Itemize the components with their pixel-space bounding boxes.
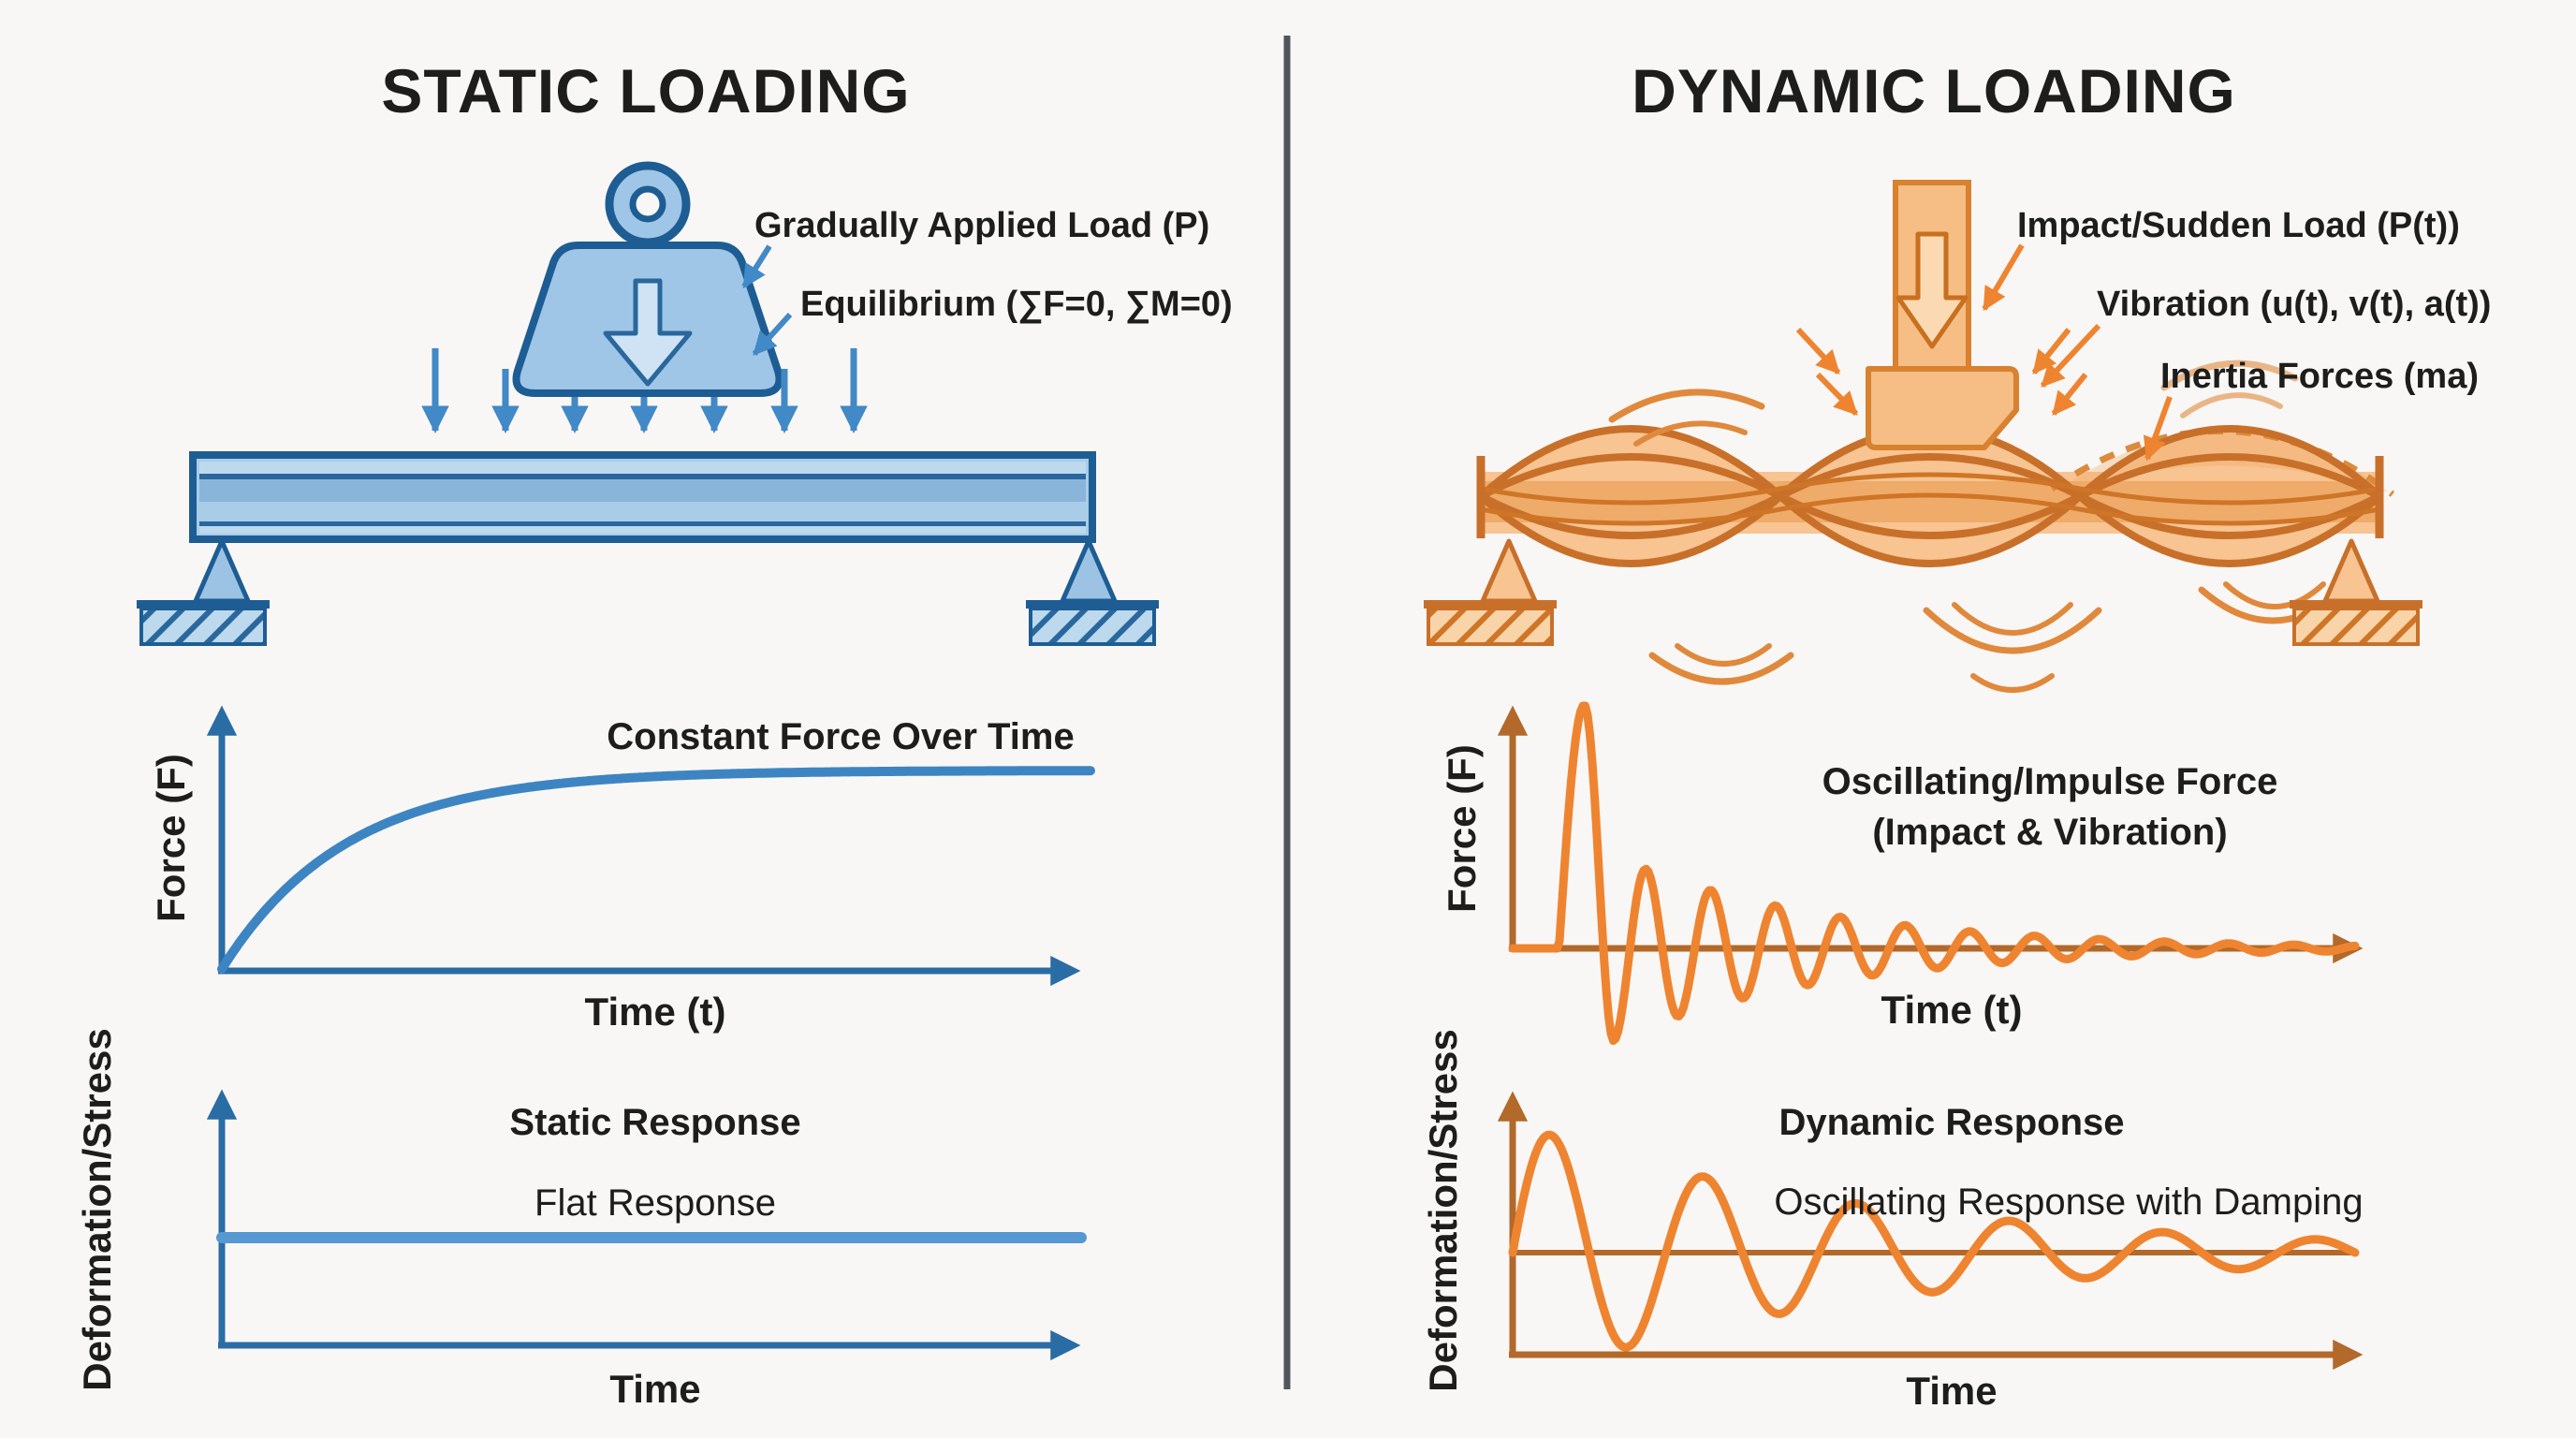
y-axis-label: Force (F): [1440, 744, 1484, 913]
impactor-head: [1866, 366, 2019, 450]
impactor-down-arrow-icon: [1895, 231, 1969, 349]
static-panel: STATIC LOADING Gradually Applied Load (P…: [75, 56, 1233, 1411]
strand: [1480, 472, 2380, 506]
chart-title: Constant Force Over Time: [607, 716, 1074, 757]
y-axis-label: Force (F): [149, 754, 193, 922]
vibration-arc: [2223, 581, 2326, 609]
chart-subtitle: Flat Response: [534, 1182, 776, 1224]
beam-stripe: [199, 502, 1086, 521]
vibration-arc: [1952, 602, 2073, 636]
static-panel-title: STATIC LOADING: [381, 56, 910, 125]
ghost-deflection-dashed: [2050, 428, 2395, 497]
chart-title: Static Response: [509, 1102, 800, 1143]
dynamic-panel: DYNAMIC LOADING: [1421, 56, 2491, 1413]
beam-stripe: [199, 526, 1086, 534]
impact-pointer-arrow: [1982, 243, 2025, 312]
vibration-strands: [1478, 425, 2382, 567]
chart-title: Dynamic Response: [1778, 1102, 2124, 1143]
strand: [1478, 491, 2382, 567]
beam-stripe: [199, 462, 1086, 474]
x-axis-label: Time: [609, 1367, 700, 1411]
dynamic-panel-title: DYNAMIC LOADING: [1632, 56, 2236, 125]
dynamic-beam-diagram: Impact/Sudden Load (P(t)) Vibration (u(t…: [1424, 180, 2491, 693]
ground-bar: [1424, 600, 1557, 609]
impact-arrow: [2051, 373, 2088, 416]
weight-ring-hole: [629, 185, 666, 223]
impulse-oscillation-curve: [1508, 701, 2360, 1046]
vibration-arc: [1970, 673, 2055, 693]
vibration-arc: [2160, 360, 2299, 391]
ground-hatch: [139, 607, 267, 646]
impact-arrow: [1815, 372, 1859, 417]
static-supports: [137, 538, 1159, 646]
load-pointer-arrow: [741, 244, 772, 289]
static-beam: [189, 451, 1096, 543]
impact-arrows: [1795, 327, 2088, 417]
beam-stripe: [199, 474, 1086, 479]
force-rise-curve: [217, 766, 1095, 974]
ground-hatch: [1427, 607, 1554, 646]
vibration-arc: [1675, 643, 1772, 667]
static-beam-diagram: Gradually Applied Load (P) Equilibrium (…: [137, 161, 1233, 646]
vibration-arc: [1648, 652, 1794, 685]
chart-subtitle: (Impact & Vibration): [1872, 812, 2227, 853]
dynamic-supports: [1424, 538, 2422, 646]
ground-bar: [2290, 600, 2422, 609]
inertia-pointer-arrow: [2143, 395, 2173, 462]
vibration-pointer-arrow: [2040, 323, 2101, 389]
impact-arrow: [1795, 327, 1841, 375]
static-force-chart: Constant Force Over Time Force (F) Time …: [149, 705, 1095, 1034]
damped-oscillation-curve: [1508, 1130, 2360, 1352]
chart-title: Oscillating/Impulse Force: [1822, 761, 2278, 802]
impact-arrow: [2031, 328, 2071, 374]
beam-stripe: [199, 521, 1086, 526]
beam-stripe: [199, 479, 1086, 502]
vibration-arc: [2180, 392, 2283, 418]
y-axis-label: Deformation/Stress: [1421, 1029, 1465, 1391]
chart-subtitle: Oscillating Response with Damping: [1774, 1181, 2363, 1223]
dynamic-response-chart: Dynamic Response Oscillating Response wi…: [1421, 1029, 2364, 1413]
static-response-chart: Static Response Flat Response Deformatio…: [75, 1028, 1087, 1411]
inertia-label: Inertia Forces (ma): [2160, 357, 2479, 396]
equilibrium-label: Equilibrium (∑F=0, ∑M=0): [800, 285, 1233, 324]
strand: [1479, 453, 2381, 539]
y-axis-label: Deformation/Stress: [75, 1028, 119, 1390]
vibration-strands-thin: [1480, 472, 2380, 526]
distributed-load-arrows: [421, 348, 868, 433]
strand: [1479, 453, 2381, 539]
ground-bar: [137, 600, 270, 609]
equilibrium-pointer-arrow: [752, 312, 793, 357]
vibration-arc: [1923, 607, 2102, 654]
ground-bar: [1026, 600, 1159, 609]
gradual-load-label: Gradually Applied Load (P): [754, 206, 1209, 245]
weight-down-arrow-icon: [603, 278, 693, 387]
dynamic-force-chart: Oscillating/Impulse Force (Impact & Vibr…: [1440, 701, 2364, 1046]
ground-hatch: [2292, 607, 2420, 646]
impact-load-label: Impact/Sudden Load (P(t)): [2017, 206, 2460, 245]
ground-hatch: [1029, 607, 1156, 646]
strand: [1480, 492, 2380, 526]
x-axis-label: Time: [1906, 1369, 1997, 1413]
vibration-arc: [1608, 389, 1765, 423]
vibration-arc: [1633, 420, 1748, 447]
x-axis-label: Time (t): [585, 990, 726, 1034]
x-axis-label: Time (t): [1881, 988, 2023, 1032]
vibration-label: Vibration (u(t), v(t), a(t)): [2097, 285, 2491, 324]
